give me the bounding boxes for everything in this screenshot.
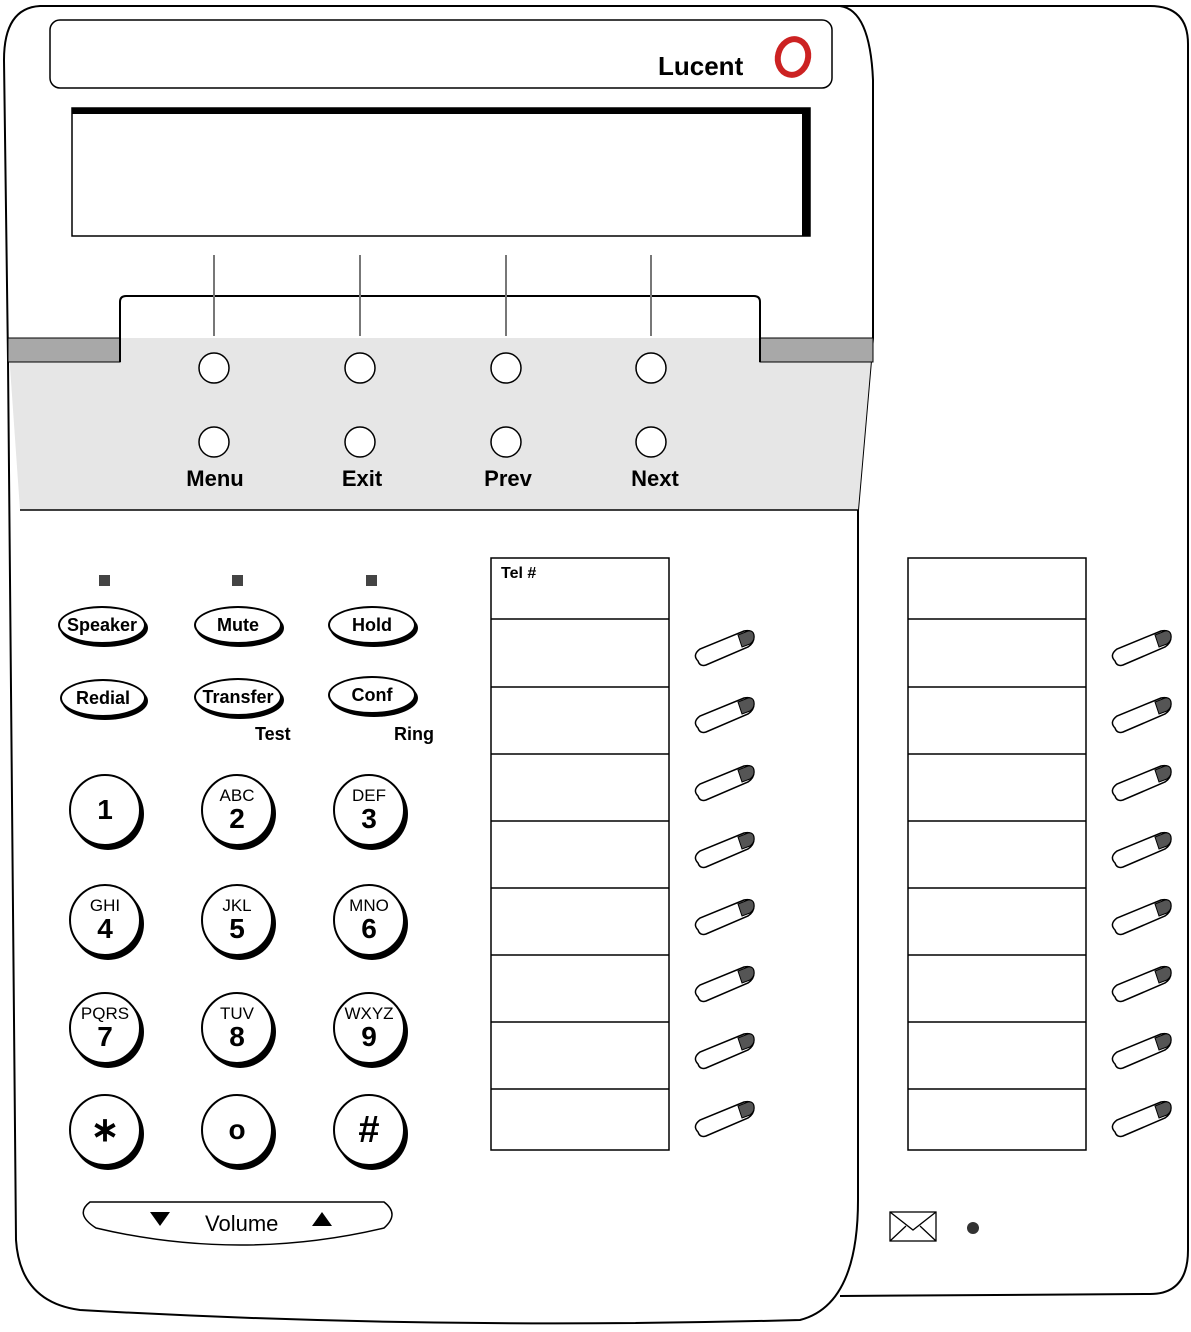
next-button[interactable] (635, 426, 667, 458)
softkey-top-1 (198, 352, 230, 384)
volume-down-button[interactable] (140, 1204, 180, 1234)
mute-button[interactable]: Mute (194, 606, 282, 644)
softkey-button-4[interactable] (635, 352, 667, 384)
line-button-2[interactable] (694, 697, 756, 735)
module-button-8[interactable] (1111, 1101, 1173, 1139)
brand-name: Lucent (658, 51, 744, 81)
softkey-button-2[interactable] (344, 352, 376, 384)
line-button-1[interactable] (694, 630, 756, 668)
module-button-4[interactable] (1111, 832, 1173, 870)
exit-button[interactable] (344, 426, 376, 458)
speaker-button[interactable]: Speaker (58, 606, 146, 644)
softkey-exit (344, 426, 376, 458)
module-button-5[interactable] (1111, 899, 1173, 937)
softkey-top-4 (635, 352, 667, 384)
softkey-button-1[interactable] (198, 352, 230, 384)
volume-label: Volume (205, 1211, 279, 1236)
tel-label: Tel # (501, 565, 537, 582)
softkey-top-3 (490, 352, 522, 384)
key-0[interactable]: o (201, 1094, 273, 1166)
softkey-label-menu: Menu (186, 466, 244, 491)
line-button-7[interactable] (694, 1033, 756, 1071)
module-button-3[interactable] (1111, 765, 1173, 803)
volume-down-icon (150, 1212, 170, 1226)
volume-up-icon (312, 1212, 332, 1226)
line-button-6[interactable] (694, 966, 756, 1004)
key-1[interactable]: 1 (69, 774, 141, 846)
module-button-1[interactable] (1111, 630, 1173, 668)
brand-plate (49, 19, 833, 89)
softkey-menu (198, 426, 230, 458)
module-button-7[interactable] (1111, 1033, 1173, 1071)
line-button-4[interactable] (694, 832, 756, 870)
mute-led (232, 575, 243, 586)
conf-button[interactable]: Conf (328, 676, 416, 714)
lucent-logo-icon (774, 36, 812, 78)
softkey-label-exit: Exit (341, 466, 383, 491)
hold-led (366, 575, 377, 586)
message-led-icon (967, 1222, 979, 1234)
softkey-label-prev: Prev (484, 466, 532, 491)
ring-label: Ring (394, 724, 434, 744)
softkey-label-next: Next (631, 466, 679, 491)
test-label: Test (255, 724, 291, 744)
redial-button[interactable]: Redial (60, 679, 146, 717)
module-button-2[interactable] (1111, 697, 1173, 735)
hold-button[interactable]: Hold (328, 606, 416, 644)
key-star[interactable]: ∗ (69, 1094, 141, 1166)
transfer-button[interactable]: Transfer (194, 678, 282, 716)
speaker-led (99, 575, 110, 586)
line-button-8[interactable] (694, 1101, 756, 1139)
softkey-top-2 (344, 352, 376, 384)
softkey-next (635, 426, 667, 458)
menu-button[interactable] (198, 426, 230, 458)
display-screen (71, 107, 811, 237)
softkey-button-3[interactable] (490, 352, 522, 384)
key-pound[interactable]: # (333, 1094, 405, 1166)
volume-up-button[interactable] (302, 1204, 342, 1234)
prev-button[interactable] (490, 426, 522, 458)
line-button-5[interactable] (694, 899, 756, 937)
envelope-icon (889, 1211, 937, 1242)
module-button-6[interactable] (1111, 966, 1173, 1004)
line-button-3[interactable] (694, 765, 756, 803)
softkey-prev (490, 426, 522, 458)
